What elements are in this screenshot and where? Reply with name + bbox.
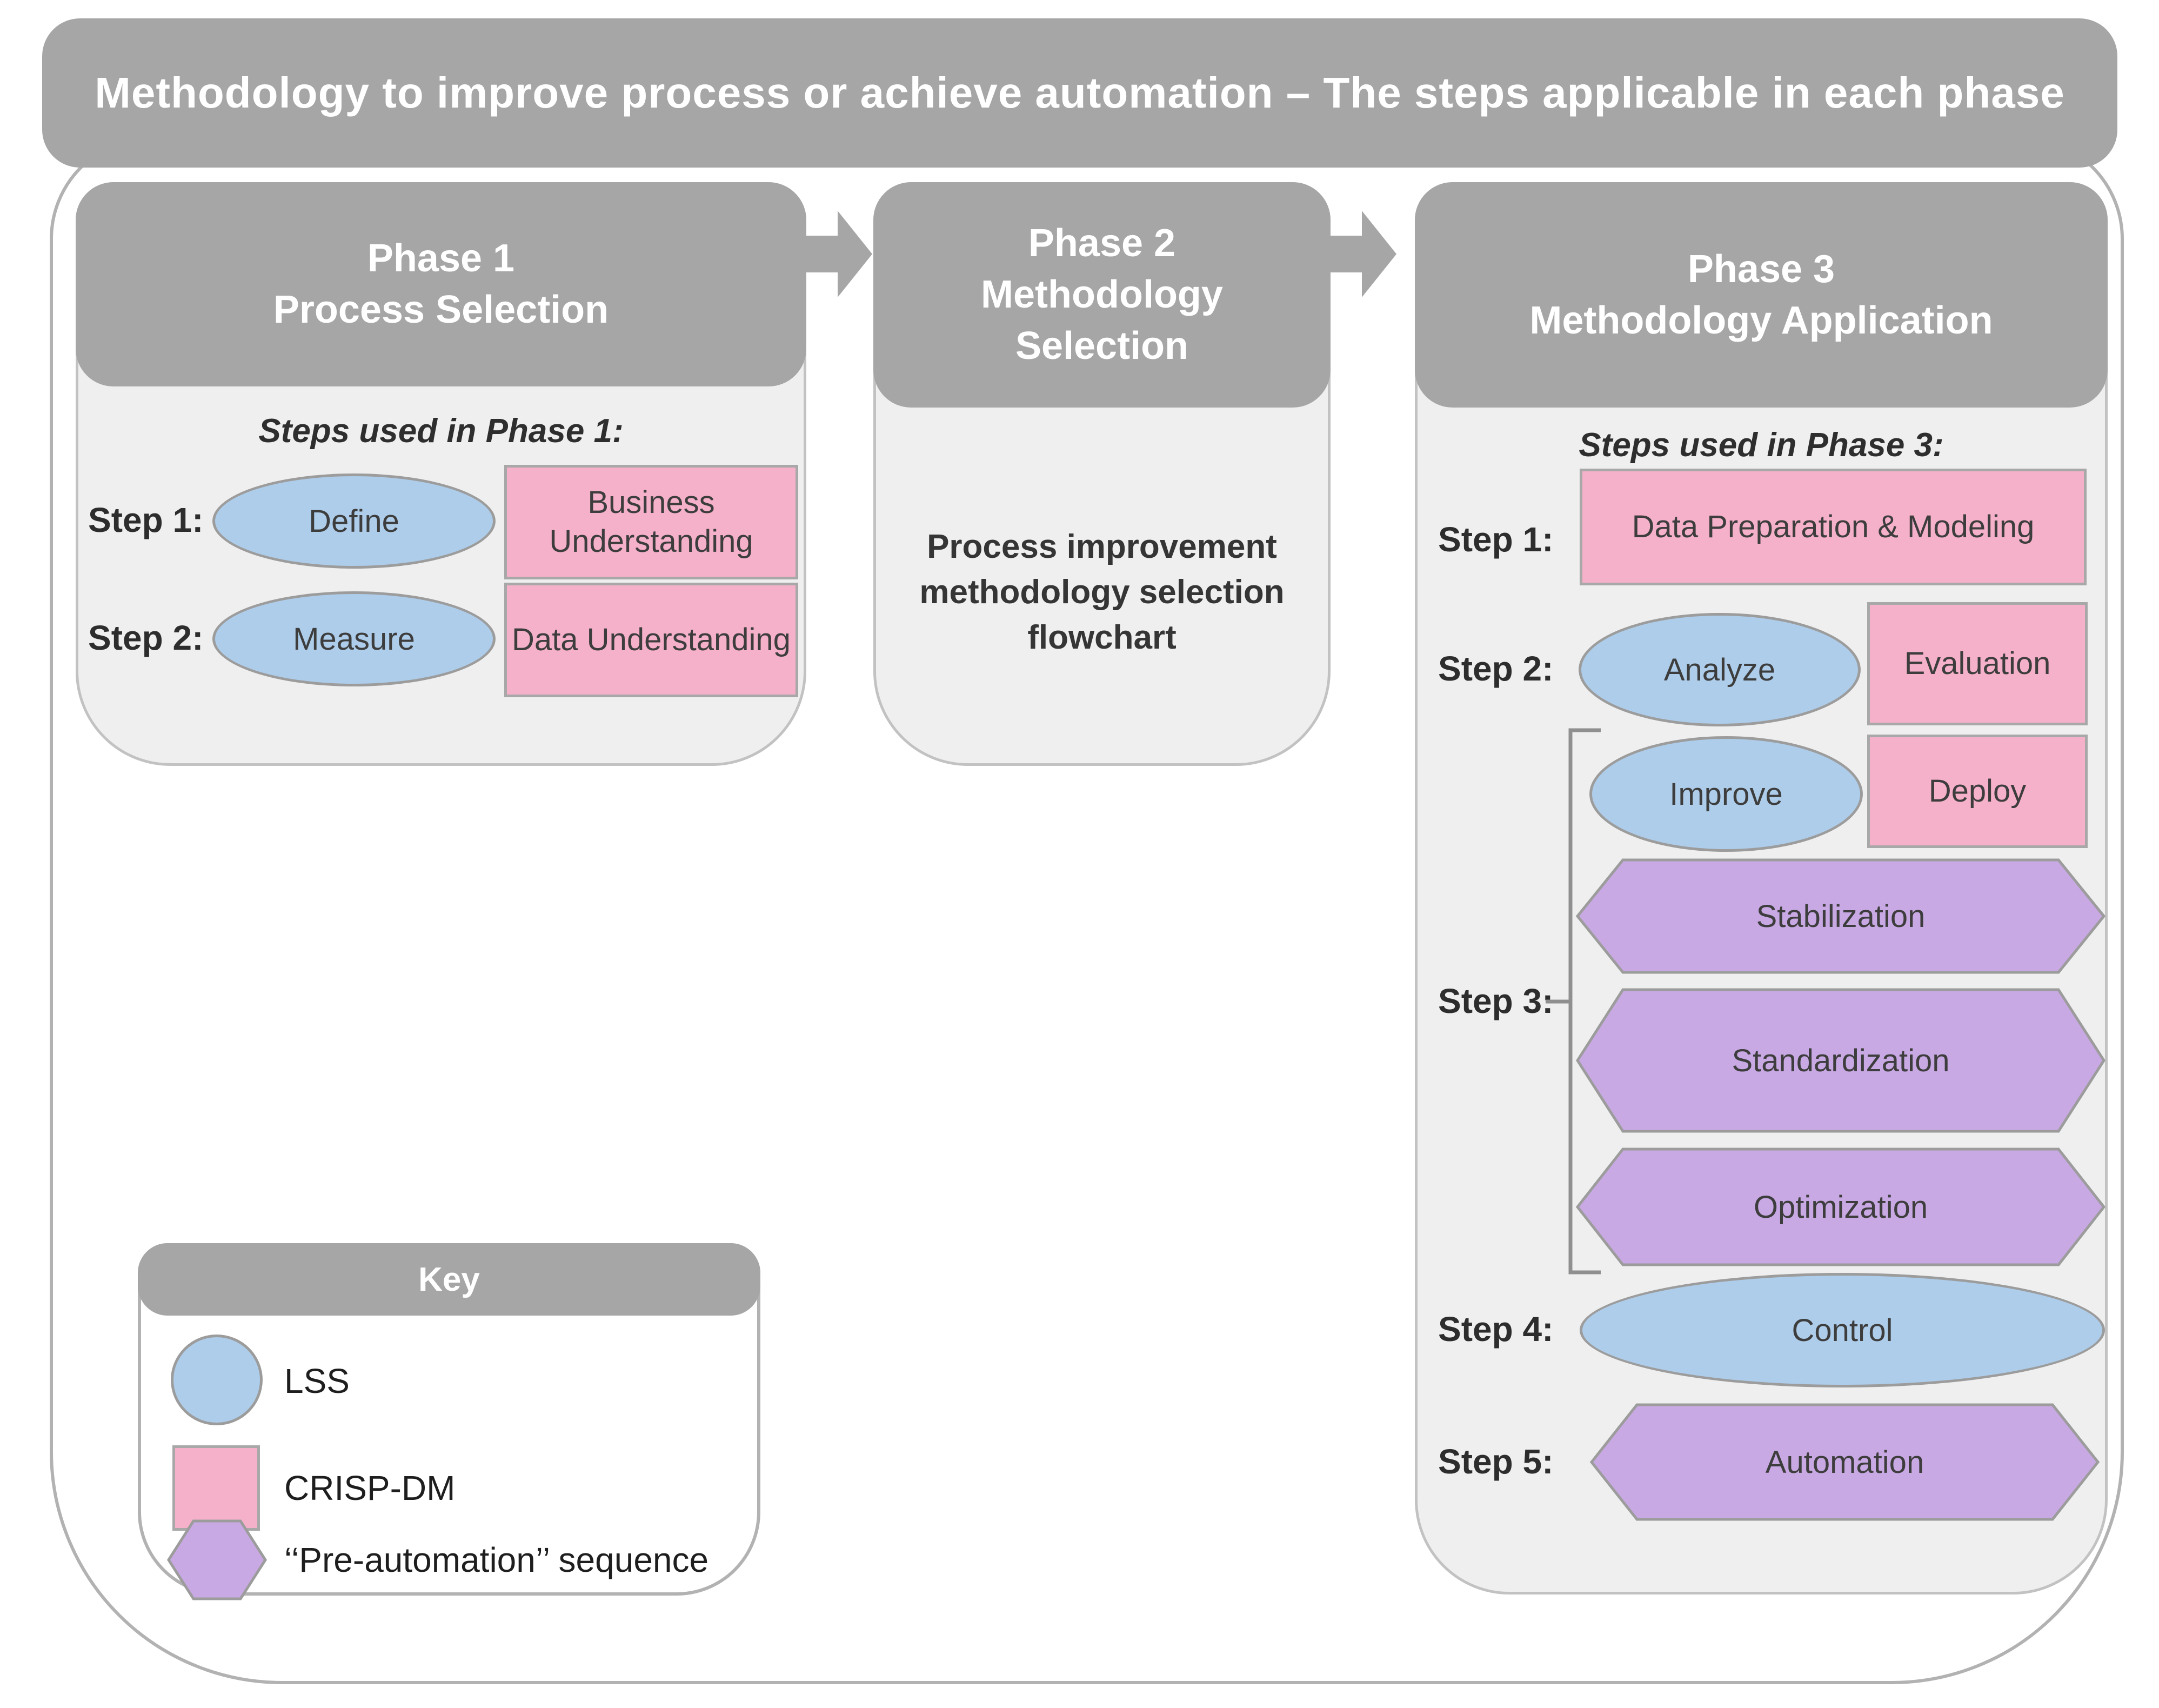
phase3-step2-label: Step 2: [1438,649,1554,688]
analyze-label: Analyze [1663,652,1776,688]
phase3-header: Phase 3 Methodology Application [1415,182,2108,408]
phase1-step1-label: Step 1: [88,501,204,539]
phase2-header: Phase 2 Methodology Selection [873,182,1331,408]
key-panel: Key LSS CRISP-DM ‘‘Pre-automation’’ sequ… [138,1243,760,1600]
data-preparation-modeling-box: Data Preparation & Modeling [1580,469,2087,585]
phase3-step3-label: Step 3: [1438,982,1554,1020]
phase1-title-line2: Process Selection [273,288,609,331]
optimization-label: Optimization [1753,1189,1928,1225]
control-ellipse: Control [1580,1273,2105,1387]
phase1-panel: Phase 1 Process Selection Steps used in … [76,182,806,766]
key-title: Key [418,1260,480,1298]
control-label: Control [1792,1312,1893,1348]
phase3-panel: Phase 3 Methodology Application Steps us… [1415,182,2108,1594]
phase3-title-line2: Methodology Application [1529,298,1993,342]
right-arrow-icon [1327,208,1399,301]
define-ellipse: Define [212,473,496,569]
key-crisp-label: CRISP-DM [284,1469,456,1507]
deploy-box: Deploy [1867,735,2088,848]
phase1-step2-label: Step 2: [88,618,204,657]
data-understanding-label: Data Understanding [512,622,791,657]
phase3-step5-label: Step 5: [1438,1442,1554,1481]
phase1-header: Phase 1 Process Selection [76,182,806,386]
lss-ellipse-icon [171,1335,263,1425]
deploy-label: Deploy [1928,773,2027,809]
data-understanding-box: Data Understanding [504,583,798,697]
phase3-step4-label: Step 4: [1438,1310,1554,1349]
automation-label: Automation [1765,1444,1924,1480]
define-label: Define [309,503,399,539]
measure-ellipse: Measure [212,591,496,686]
evaluation-label: Evaluation [1904,645,2051,681]
automation-hexagon: Automation [1589,1403,2100,1522]
standardization-hexagon: Standardization [1575,988,2106,1133]
phase2-panel: Phase 2 Methodology Selection Process im… [873,182,1331,766]
page-title-banner: Methodology to improve process or achiev… [42,18,2117,168]
key-header: Key [138,1243,760,1316]
phase2-title-line2: Methodology [981,273,1223,316]
phase2-body-text: Process improvement methodology selectio… [919,528,1285,656]
stabilization-hexagon: Stabilization [1575,858,2106,975]
stabilization-label: Stabilization [1756,898,1926,934]
phase3-steps-title: Steps used in Phase 3: [1579,426,1944,464]
phase3-title-line1: Phase 3 [1687,247,1835,291]
business-understanding-label: Business Understanding [549,484,753,559]
phase1-steps-title: Steps used in Phase 1: [258,412,624,450]
page-title: Methodology to improve process or achiev… [95,69,2065,117]
optimization-hexagon: Optimization [1575,1147,2106,1267]
pre-automation-hexagon-icon [167,1519,267,1600]
analyze-ellipse: Analyze [1579,613,1861,726]
data-preparation-modeling-label: Data Preparation & Modeling [1632,509,2035,544]
step3-bracket [1546,728,1601,1275]
key-lss-label: LSS [284,1362,350,1400]
measure-label: Measure [293,621,415,657]
evaluation-box: Evaluation [1867,602,2088,725]
key-preautomation-label: ‘‘Pre-automation’’ sequence [284,1540,709,1579]
standardization-label: Standardization [1732,1043,1950,1078]
improve-label: Improve [1669,776,1783,812]
crisp-dm-rectangle-icon [172,1445,260,1531]
business-understanding-box: Business Understanding [504,465,798,579]
improve-ellipse: Improve [1589,736,1863,852]
phase2-title-line1: Phase 2 [1028,222,1176,265]
phase1-title-line1: Phase 1 [367,237,515,280]
right-arrow-icon [803,208,874,301]
phase3-step1-label: Step 1: [1438,520,1554,559]
phase2-title-line3: Selection [1015,324,1189,368]
